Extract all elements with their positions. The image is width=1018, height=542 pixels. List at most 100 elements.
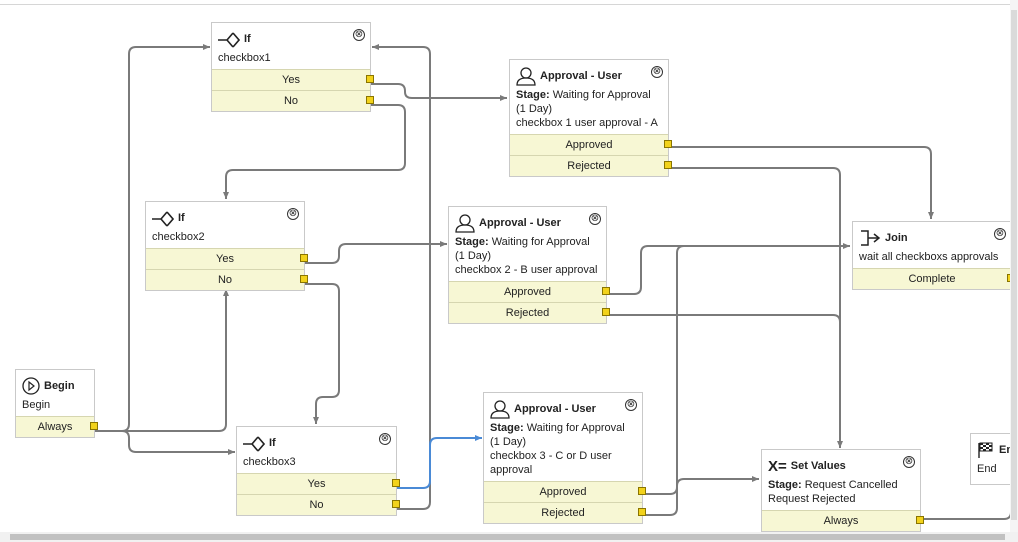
output-no[interactable]: No bbox=[212, 91, 374, 111]
output-label: Always bbox=[37, 421, 73, 433]
wire-if1-no-if2[interactable] bbox=[223, 104, 406, 199]
stage-label: Stage: bbox=[516, 89, 550, 101]
output-always[interactable]: Always bbox=[16, 417, 98, 437]
close-icon[interactable]: ⊗ bbox=[353, 29, 365, 41]
begin-node[interactable]: Begin Begin Always bbox=[15, 369, 98, 438]
node-desc-text: Request Rejected bbox=[768, 493, 856, 505]
wire-appr1-approved-join[interactable] bbox=[669, 146, 934, 219]
output-port[interactable] bbox=[90, 422, 98, 430]
node-title: If bbox=[178, 212, 185, 224]
scroll-thumb[interactable] bbox=[10, 534, 1005, 540]
output-port[interactable] bbox=[664, 140, 672, 148]
node-description: wait all checkboxs approvals bbox=[859, 251, 999, 263]
node-title: If bbox=[244, 33, 251, 45]
vertical-scrollbar[interactable] bbox=[1010, 0, 1018, 532]
user-icon bbox=[490, 400, 510, 419]
output-port[interactable] bbox=[392, 500, 400, 508]
stage-value: Waiting for Approval (1 Day) bbox=[455, 236, 590, 262]
wire-setvalues-end[interactable] bbox=[921, 490, 1012, 520]
if-node-checkbox1[interactable]: If ⊗ checkbox1 Yes No bbox=[211, 22, 374, 112]
close-icon[interactable]: ⊗ bbox=[625, 399, 637, 411]
output-yes[interactable]: Yes bbox=[146, 249, 308, 270]
output-label: Complete bbox=[908, 273, 956, 285]
output-port[interactable] bbox=[664, 161, 672, 169]
output-always[interactable]: Always bbox=[762, 511, 924, 531]
output-port[interactable] bbox=[366, 96, 374, 104]
wire-if1-yes-appr1[interactable] bbox=[371, 83, 507, 101]
stage-value: Request Cancelled bbox=[804, 479, 898, 491]
node-description: checkbox3 bbox=[243, 456, 296, 468]
output-label: No bbox=[309, 499, 324, 511]
if-node-checkbox2[interactable]: If ⊗ checkbox2 Yes No bbox=[145, 201, 308, 291]
user-icon bbox=[516, 67, 536, 86]
node-desc-text: checkbox 1 user approval - A bbox=[516, 117, 658, 129]
horizontal-scrollbar[interactable] bbox=[0, 532, 1018, 542]
output-port[interactable] bbox=[300, 275, 308, 283]
node-description: checkbox2 bbox=[152, 231, 205, 243]
output-label: Rejected bbox=[541, 507, 585, 519]
wire-appr3-approved-join[interactable] bbox=[643, 245, 850, 495]
output-label: Approved bbox=[539, 486, 587, 498]
node-title: Approval - User bbox=[479, 217, 561, 229]
close-icon[interactable]: ⊗ bbox=[994, 228, 1006, 240]
wire-appr2-approved-join[interactable] bbox=[607, 243, 850, 295]
approval-node-checkbox1[interactable]: Approval - User ⊗ Stage: Waiting for App… bbox=[509, 59, 672, 177]
node-description: Stage: Request Cancelled Request Rejecte… bbox=[762, 476, 920, 510]
output-approved[interactable]: Approved bbox=[449, 282, 610, 303]
user-icon bbox=[455, 214, 475, 233]
node-title: Approval - User bbox=[540, 70, 622, 82]
output-port[interactable] bbox=[638, 487, 646, 495]
output-port[interactable] bbox=[300, 254, 308, 262]
output-label: Always bbox=[823, 515, 859, 527]
wire-appr1-rejected-setvalues[interactable] bbox=[669, 167, 843, 448]
wire-appr3-rejected-setvalues[interactable] bbox=[643, 476, 759, 516]
output-rejected[interactable]: Rejected bbox=[449, 303, 610, 323]
output-approved[interactable]: Approved bbox=[510, 135, 672, 156]
node-title: Join bbox=[885, 232, 908, 244]
output-port[interactable] bbox=[916, 516, 924, 524]
wire-if3-yes-appr3[interactable] bbox=[397, 435, 482, 489]
close-icon[interactable]: ⊗ bbox=[651, 66, 663, 78]
output-port[interactable] bbox=[602, 308, 610, 316]
node-description: Begin bbox=[22, 399, 51, 411]
wire-begin-if2no[interactable] bbox=[95, 289, 229, 432]
output-rejected[interactable]: Rejected bbox=[510, 156, 672, 176]
output-port[interactable] bbox=[366, 75, 374, 83]
node-description: Stage: Waiting for Approval (1 Day) chec… bbox=[510, 86, 668, 134]
approval-node-checkbox2[interactable]: Approval - User ⊗ Stage: Waiting for App… bbox=[448, 206, 610, 324]
output-no[interactable]: No bbox=[146, 270, 308, 290]
output-yes[interactable]: Yes bbox=[212, 70, 374, 91]
approval-node-checkbox3[interactable]: Approval - User ⊗ Stage: Waiting for App… bbox=[483, 392, 646, 524]
output-label: Yes bbox=[282, 74, 300, 86]
wire-if2-yes-appr2[interactable] bbox=[305, 241, 447, 264]
node-title: Set Values bbox=[790, 460, 846, 472]
output-complete[interactable]: Complete bbox=[853, 269, 1015, 289]
wire-begin-if3[interactable] bbox=[95, 430, 235, 455]
output-label: Yes bbox=[216, 253, 234, 265]
output-rejected[interactable]: Rejected bbox=[484, 503, 646, 523]
wire-if3-no-if1[interactable] bbox=[372, 44, 431, 510]
output-approved[interactable]: Approved bbox=[484, 482, 646, 503]
node-description: checkbox1 bbox=[218, 52, 271, 64]
scroll-thumb[interactable] bbox=[1011, 10, 1017, 520]
output-port[interactable] bbox=[638, 508, 646, 516]
if-node-checkbox3[interactable]: If ⊗ checkbox3 Yes No bbox=[236, 426, 400, 516]
node-title: Begin bbox=[44, 380, 75, 392]
output-no[interactable]: No bbox=[237, 495, 400, 515]
wire-if2-no-if3[interactable] bbox=[305, 283, 340, 424]
output-label: Yes bbox=[307, 478, 326, 490]
close-icon[interactable]: ⊗ bbox=[903, 456, 915, 468]
output-port[interactable] bbox=[602, 287, 610, 295]
output-port[interactable] bbox=[392, 479, 400, 487]
join-node[interactable]: Join ⊗ wait all checkboxs approvals Comp… bbox=[852, 221, 1015, 290]
node-description: End bbox=[977, 463, 997, 475]
output-label: No bbox=[217, 274, 233, 286]
wire-appr2-rejected-setvalues[interactable] bbox=[607, 314, 841, 448]
close-icon[interactable]: ⊗ bbox=[589, 213, 601, 225]
close-icon[interactable]: ⊗ bbox=[379, 433, 391, 445]
set-values-node[interactable]: X= Set Values ⊗ Stage: Request Cancelled… bbox=[761, 449, 924, 532]
close-icon[interactable]: ⊗ bbox=[287, 208, 299, 220]
output-label: Rejected bbox=[505, 307, 550, 319]
output-yes[interactable]: Yes bbox=[237, 474, 400, 495]
